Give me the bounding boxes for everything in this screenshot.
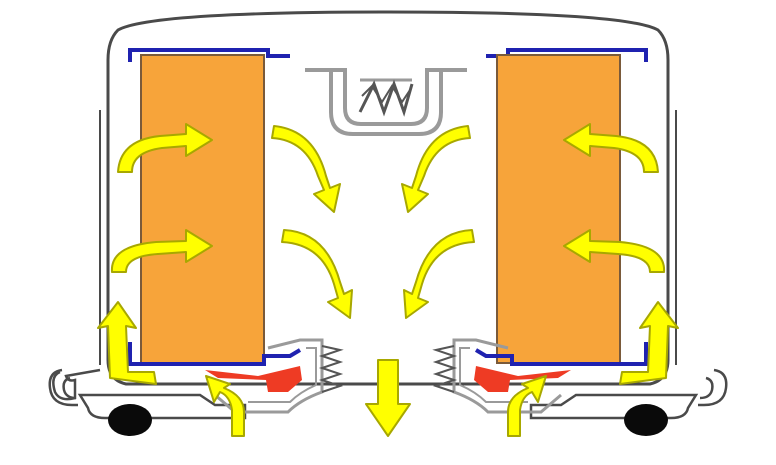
flow-arrow-center-right-top [401,125,471,213]
flow-arrow-right-top [563,123,659,173]
flow-arrow-right-mid [563,229,666,273]
outlet-arrow-icon [365,359,411,437]
flow-arrow-right-inlet [507,375,547,437]
flow-arrow-left-top [117,123,213,173]
right-gasket [474,366,571,392]
left-gasket [205,366,302,392]
flow-arrow-center-left-mid [281,229,353,319]
right-base-rail-clip [698,368,728,407]
flow-arrow-left-inlet [205,375,245,437]
left-collar [214,338,324,414]
flow-arrow-right-bottom-up [619,301,679,385]
housing-inner-line [99,110,677,365]
left-collar-inner [248,347,317,403]
right-wheel [624,404,668,436]
left-base-rail-clip [48,368,78,407]
spring-icon [305,68,467,136]
left-bottom-end-cap [128,342,302,366]
right-bottom-end-cap [474,342,648,366]
flow-arrow-left-bottom-up [97,301,157,385]
right-collar [452,338,562,414]
filter-left [140,54,265,364]
left-top-end-cap [128,48,290,62]
left-wheel [108,404,152,436]
right-collar-inner [459,347,528,403]
left-thread [318,345,344,393]
filter-right [496,54,621,364]
right-thread [432,345,458,393]
flow-arrows [97,123,679,437]
flow-arrow-center-left-top [271,125,341,213]
flow-arrow-center-right-mid [403,229,475,319]
flow-arrow-left-mid [110,229,213,273]
